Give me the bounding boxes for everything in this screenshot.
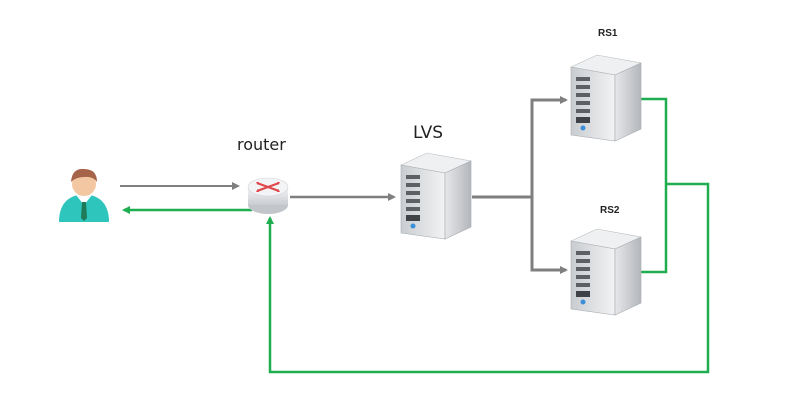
lvs-label: LVS [413, 123, 444, 143]
branch-to-rs2-arrow [530, 197, 568, 274]
branch-to-rs1-arrow [530, 96, 568, 197]
rs2-return-line [640, 184, 668, 274]
rs1-return-line [640, 97, 668, 184]
rs1-server-icon [570, 54, 642, 142]
rs2-server-icon [570, 228, 642, 316]
return-to-router-arrow [266, 182, 710, 374]
rs2-label: RS2 [600, 205, 620, 216]
router-icon [247, 177, 289, 214]
rs1-label: RS1 [598, 28, 618, 39]
lvs-server-icon [400, 152, 472, 240]
user-icon [59, 168, 109, 222]
router-label: router [237, 135, 286, 154]
